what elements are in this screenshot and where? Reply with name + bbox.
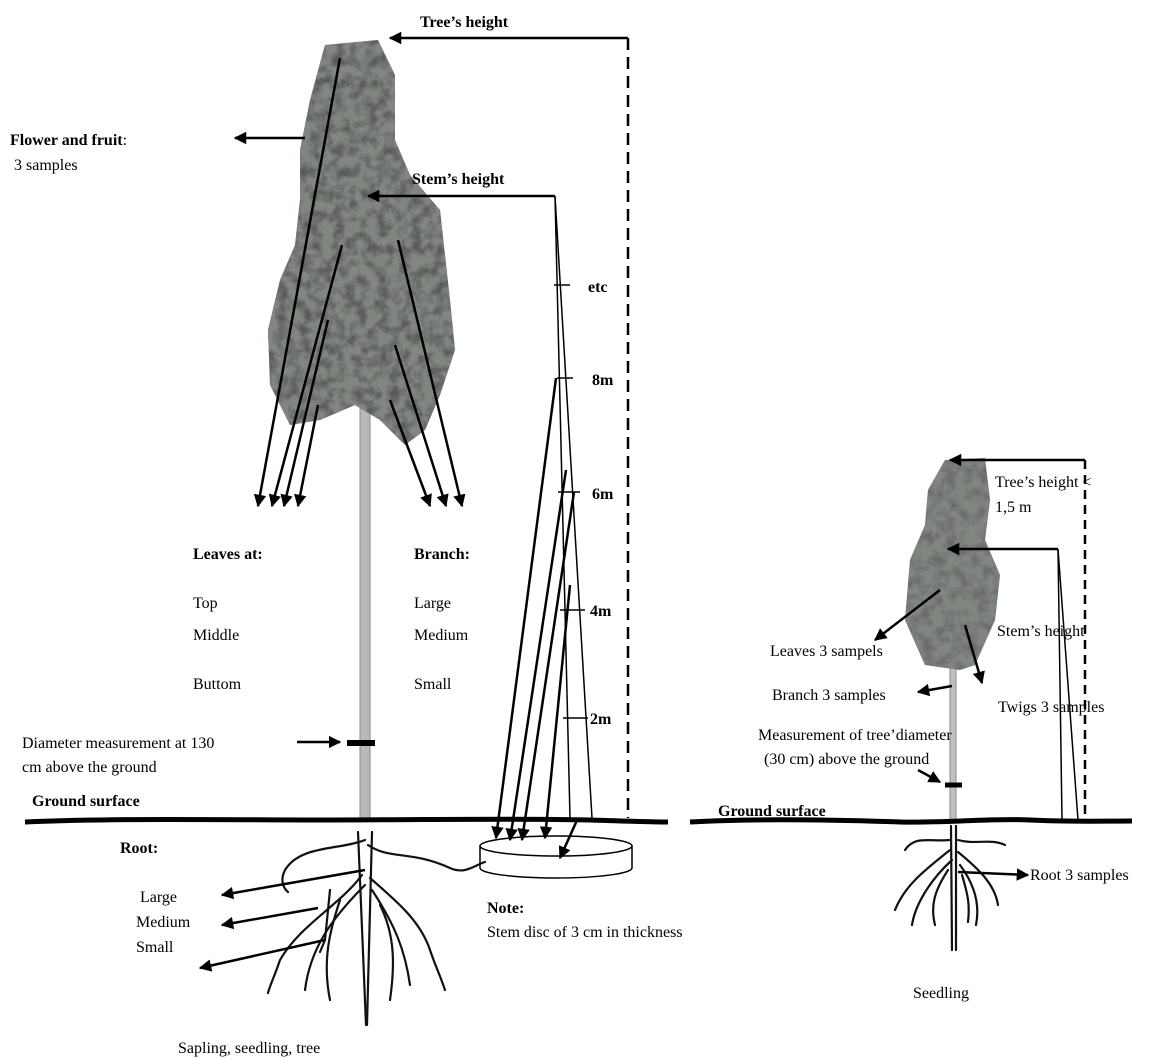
seedling-diameter-label-line1: Measurement of tree’diameter <box>758 727 952 744</box>
root-title: Root: <box>120 840 158 857</box>
diameter-label-line2: cm above the ground <box>22 759 157 776</box>
mark-4m: 4m <box>590 603 612 620</box>
leaves-bottom: Buttom <box>193 676 242 693</box>
root-arrows <box>200 870 365 968</box>
mark-2m: 2m <box>590 711 612 728</box>
seedling-branch-label: Branch 3 samples <box>772 687 886 704</box>
stem-disc <box>480 836 632 878</box>
flower-fruit-label: Flower and fruit: <box>10 132 127 149</box>
seedling-caption: Seedling <box>913 985 969 1002</box>
flower-fruit-count: 3 samples <box>14 157 78 174</box>
ground-surface-line <box>25 819 668 822</box>
diameter-label-line1: Diameter measurement at 130 <box>22 735 214 752</box>
root-small: Small <box>136 939 174 956</box>
seedling-diameter-arrow <box>918 770 940 782</box>
tall-tree-roots <box>268 832 485 1025</box>
branch-small: Small <box>414 676 452 693</box>
note-title: Note: <box>487 900 524 917</box>
tall-tree-illustration <box>268 40 455 820</box>
seedling-stem-height-label: Stem’s height <box>997 623 1085 640</box>
leaves-title: Leaves at: <box>193 546 263 563</box>
branch-medium: Medium <box>414 627 469 644</box>
root-medium: Medium <box>136 914 191 931</box>
mark-etc: etc <box>588 279 608 296</box>
leaves-middle: Middle <box>193 627 239 644</box>
stem-height-label: Stem’s height <box>412 171 505 188</box>
seedling-ground-surface-label: Ground surface <box>718 803 826 820</box>
root-large: Large <box>140 889 177 906</box>
mark-8m: 8m <box>592 372 614 389</box>
seedling-tree-height-label-line1: Tree’s height < <box>995 474 1091 491</box>
seedling-leaves-label: Leaves 3 sampels <box>770 643 883 660</box>
tall-tree-caption: Sapling, seedling, tree <box>178 1040 320 1057</box>
seedling-twigs-label: Twigs 3 samples <box>998 699 1104 716</box>
branch-large: Large <box>414 595 451 612</box>
branch-title: Branch: <box>414 546 470 563</box>
ground-surface-label: Ground surface <box>32 793 140 810</box>
note-text: Stem disc of 3 cm in thickness <box>487 924 683 941</box>
seedling-diameter-label-line2: (30 cm) above the ground <box>764 751 929 768</box>
seedling-root-arrow <box>958 872 1028 875</box>
seedling-tree-height-label-line2: 1,5 m <box>995 499 1032 516</box>
tree-height-label: Tree’s height <box>420 14 509 31</box>
leaves-top: Top <box>193 595 218 612</box>
disc-sample-arrows <box>496 378 578 858</box>
seedling-root-label: Root 3 samples <box>1030 867 1129 884</box>
mark-6m: 6m <box>592 486 614 503</box>
seedling-roots <box>895 826 1005 950</box>
seedling-branch-arrow <box>918 686 952 692</box>
